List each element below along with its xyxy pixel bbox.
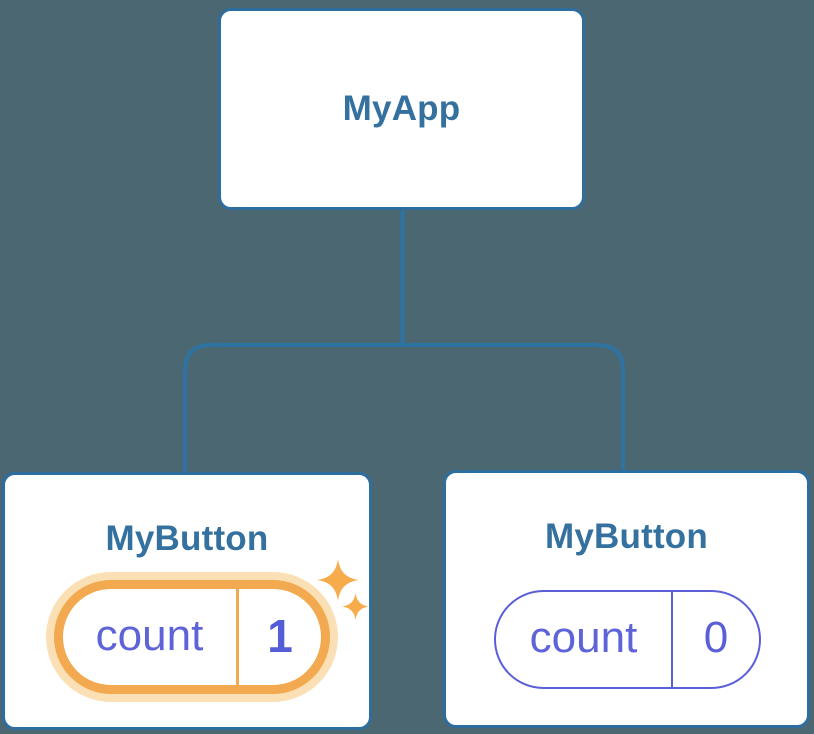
state-value: 0 [703, 613, 729, 662]
tree-node-child-left: MyButton count 1 [2, 472, 372, 730]
tree-node-root: MyApp [218, 8, 585, 210]
state-pill-divider [671, 592, 673, 687]
child-node-label: MyButton [105, 519, 269, 558]
sparkle-large-icon [317, 559, 359, 601]
state-pill-divider [236, 589, 239, 685]
children-connector-bracket [183, 343, 625, 474]
state-name: count [529, 613, 638, 662]
child-node-label: MyButton [545, 517, 708, 556]
state-value: 1 [267, 609, 293, 662]
state-pill: count 0 [494, 590, 761, 689]
tree-node-child-right: MyButton count 0 [443, 470, 810, 728]
state-pill-highlighted: count 1 [54, 580, 330, 694]
root-node-label: MyApp [342, 89, 461, 128]
sparkle-small-icon [342, 593, 369, 620]
state-name: count [95, 610, 204, 660]
sparkles-icon [313, 559, 377, 623]
